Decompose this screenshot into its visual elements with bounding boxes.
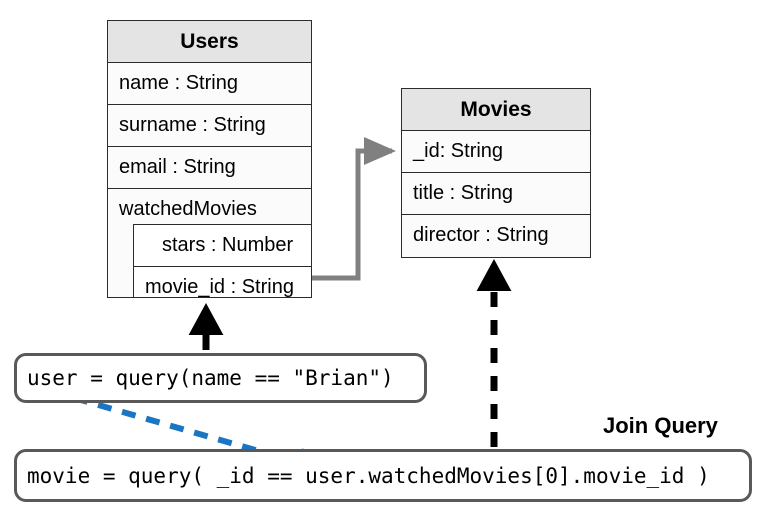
entity-users-title: Users (108, 21, 311, 63)
query-box-movie[interactable]: movie = query( _id == user.watchedMovies… (14, 449, 752, 502)
entity-users-field-name: name : String (108, 63, 311, 105)
entity-users-field-email: email : String (108, 147, 311, 189)
entity-movies-field-id: _id: String (402, 131, 590, 173)
entity-movies-field-title: title : String (402, 173, 590, 215)
join-query-label: Join Query (603, 413, 718, 438)
entity-movies[interactable]: Movies _id: String title : String direct… (401, 88, 591, 258)
query-user-text: user = query(name == "Brian") (27, 366, 394, 390)
entity-users-nested-field-stars: stars : Number (134, 225, 311, 267)
query-movie-text: movie = query( _id == user.watchedMovies… (27, 463, 710, 488)
entity-users-nested-watchedmovies[interactable]: stars : Number movie_id : String (133, 224, 312, 298)
relation-movieid-to-movies-id (312, 136, 397, 281)
entity-users-field-watchedmovies: watchedMovies (119, 198, 257, 220)
entity-movies-title: Movies (402, 89, 590, 131)
entity-users-field-surname: surname : String (108, 105, 311, 147)
entity-movies-field-director: director : String (413, 224, 549, 246)
entity-users-nested-field-movie-id: movie_id : String (145, 276, 294, 298)
query-box-user[interactable]: user = query(name == "Brian") (14, 353, 427, 403)
